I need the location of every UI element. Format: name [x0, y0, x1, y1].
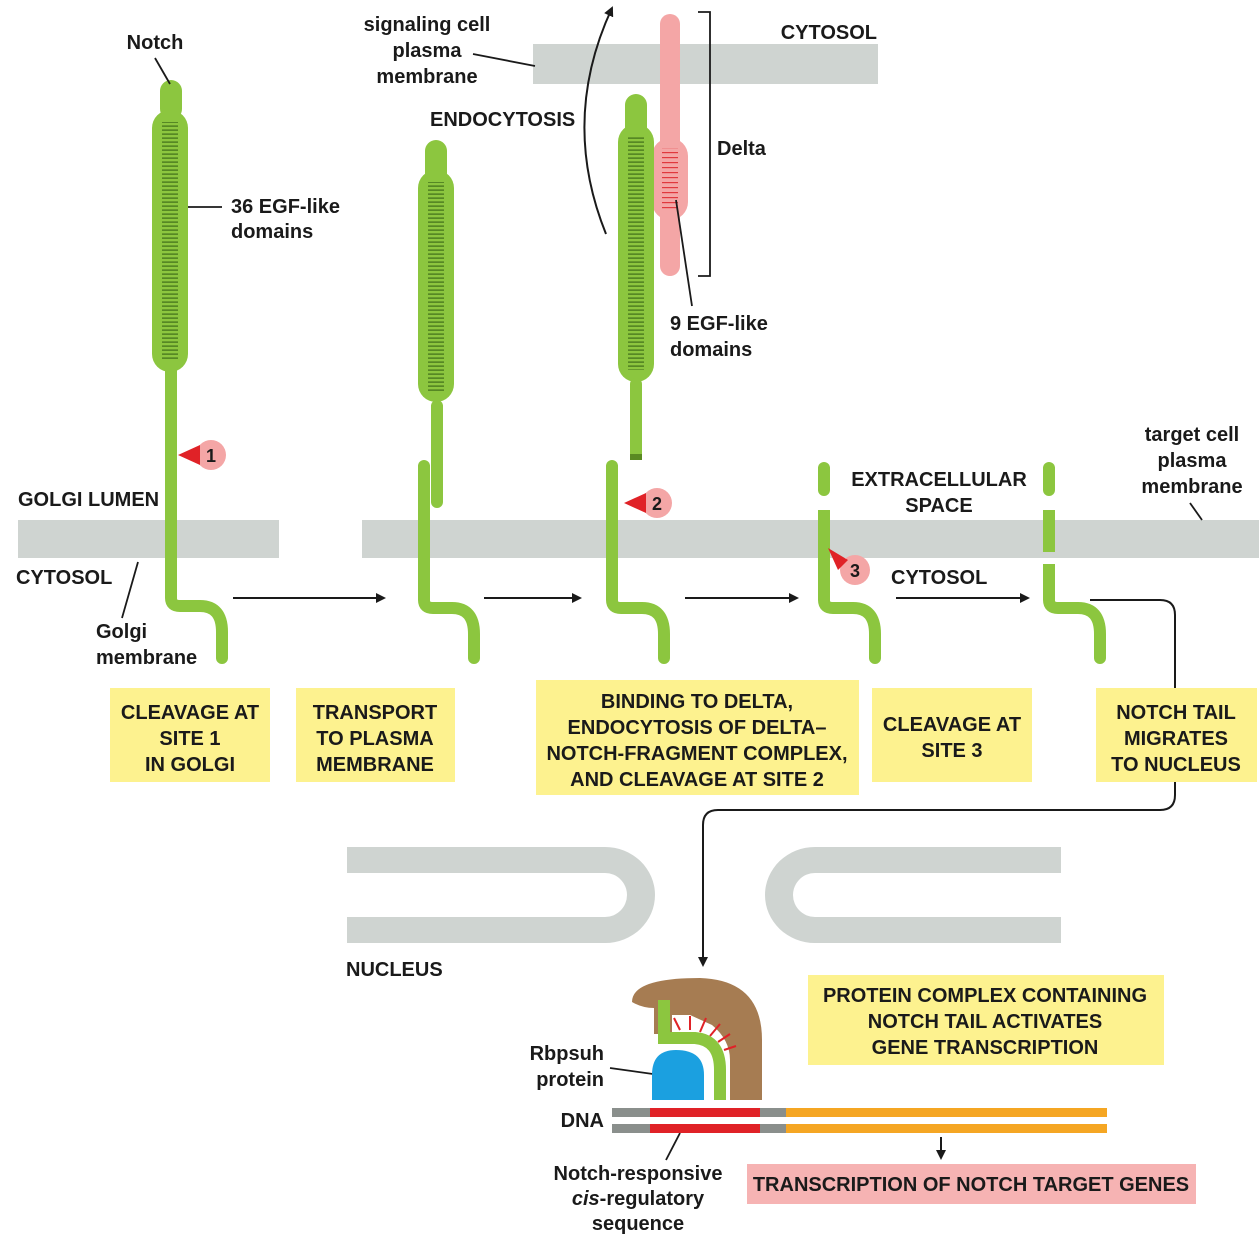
label-cytosol-top: CYTOSOL	[781, 22, 877, 44]
label-egf36-line1: 36 EGF-like	[231, 196, 340, 218]
target-cell-membrane	[362, 520, 1259, 558]
label-delta: Delta	[717, 138, 767, 160]
step-box-transport: TRANSPORT TO PLASMA MEMBRANE	[296, 688, 455, 782]
label-target-line3: membrane	[1141, 476, 1242, 498]
process-arrows	[233, 6, 1176, 1160]
golgi-membrane	[18, 520, 279, 558]
svg-text:NOTCH-FRAGMENT COMPLEX,: NOTCH-FRAGMENT COMPLEX,	[546, 743, 847, 765]
svg-text:ENDOCYTOSIS OF DELTA–: ENDOCYTOSIS OF DELTA–	[568, 717, 827, 739]
notch-receptor-golgi	[152, 80, 228, 664]
svg-text:NOTCH TAIL ACTIVATES: NOTCH TAIL ACTIVATES	[868, 1011, 1102, 1033]
label-egf9-line2: domains	[670, 339, 752, 361]
svg-text:NOTCH TAIL: NOTCH TAIL	[1116, 702, 1236, 724]
cleavage-site-3-marker: 3	[828, 548, 870, 585]
label-golgi-lumen: GOLGI LUMEN	[18, 489, 159, 511]
label-rbpsuh-line2: protein	[536, 1069, 604, 1091]
svg-text:GENE TRANSCRIPTION: GENE TRANSCRIPTION	[872, 1037, 1099, 1059]
svg-text:SITE 1: SITE 1	[159, 728, 220, 750]
label-golgi-membrane-line1: Golgi	[96, 621, 147, 643]
label-target-line2: plasma	[1158, 450, 1228, 472]
notch-receptor-bound	[606, 94, 670, 664]
cleavage-site-2-marker: 2	[624, 488, 672, 518]
nuclear-envelope-left	[347, 847, 655, 943]
notch-fragment-site3	[818, 462, 881, 664]
svg-text:TRANSCRIPTION OF NOTCH TARGET: TRANSCRIPTION OF NOTCH TARGET GENES	[753, 1174, 1189, 1196]
label-cytosol-right: CYTOSOL	[891, 567, 987, 589]
notch-tail-in-complex	[658, 1000, 726, 1100]
svg-text:TO PLASMA: TO PLASMA	[316, 728, 433, 750]
label-target-line1: target cell	[1145, 424, 1239, 446]
label-egf36-line2: domains	[231, 221, 313, 243]
notch-fragment-tail	[1043, 462, 1106, 664]
svg-text:CLEAVAGE AT: CLEAVAGE AT	[883, 714, 1021, 736]
svg-text:BINDING TO DELTA,: BINDING TO DELTA,	[601, 691, 793, 713]
svg-text:TRANSPORT: TRANSPORT	[313, 702, 437, 724]
label-responsive-line3: sequence	[592, 1213, 684, 1235]
label-nucleus: NUCLEUS	[346, 959, 443, 981]
label-signaling-line1: signaling cell	[364, 14, 491, 36]
svg-text:MEMBRANE: MEMBRANE	[316, 754, 434, 776]
label-extracellular-line2: SPACE	[905, 495, 972, 517]
label-responsive-line1: Notch-responsive	[554, 1163, 723, 1185]
label-egf9-line1: 9 EGF-like	[670, 313, 768, 335]
dna-strand	[612, 1108, 1107, 1133]
step-box-transcription: TRANSCRIPTION OF NOTCH TARGET GENES	[747, 1164, 1196, 1204]
svg-text:CLEAVAGE AT: CLEAVAGE AT	[121, 702, 259, 724]
site-2-number: 2	[652, 494, 662, 514]
label-golgi-membrane-line2: membrane	[96, 647, 197, 669]
label-endocytosis: ENDOCYTOSIS	[430, 109, 575, 131]
delta-ligand	[652, 14, 688, 276]
step-box-cleavage-site3: CLEAVAGE AT SITE 3	[872, 688, 1032, 782]
site-3-number: 3	[850, 561, 860, 581]
rbpsuh-protein	[652, 1050, 704, 1100]
cleavage-site-1-marker: 1	[178, 440, 226, 470]
step-box-cleavage-site1: CLEAVAGE AT SITE 1 IN GOLGI	[110, 688, 270, 782]
label-rbpsuh-line1: Rbpsuh	[530, 1043, 604, 1065]
svg-text:TO NUCLEUS: TO NUCLEUS	[1111, 754, 1241, 776]
signaling-cell-membrane	[533, 44, 878, 84]
label-cytosol-left: CYTOSOL	[16, 567, 112, 589]
svg-text:AND CLEAVAGE AT SITE 2: AND CLEAVAGE AT SITE 2	[570, 769, 824, 791]
nuclear-envelope-right	[765, 847, 1061, 943]
notch-receptor-transported	[418, 140, 480, 664]
step-box-protein-complex: PROTEIN COMPLEX CONTAINING NOTCH TAIL AC…	[808, 975, 1164, 1065]
label-signaling-line3: membrane	[376, 66, 477, 88]
label-signaling-line2: plasma	[393, 40, 463, 62]
label-responsive-line2: cis-regulatory	[572, 1188, 705, 1210]
site-1-number: 1	[206, 446, 216, 466]
label-notch: Notch	[127, 32, 184, 54]
svg-text:IN GOLGI: IN GOLGI	[145, 754, 235, 776]
svg-text:MIGRATES: MIGRATES	[1124, 728, 1228, 750]
step-box-binding-delta: BINDING TO DELTA, ENDOCYTOSIS OF DELTA– …	[536, 680, 859, 795]
label-extracellular-line1: EXTRACELLULAR	[851, 469, 1027, 491]
svg-text:SITE 3: SITE 3	[921, 740, 982, 762]
leader-lines	[121, 11, 1203, 1161]
step-box-tail-migrates: NOTCH TAIL MIGRATES TO NUCLEUS	[1096, 688, 1257, 782]
svg-text:PROTEIN COMPLEX CONTAINING: PROTEIN COMPLEX CONTAINING	[823, 985, 1147, 1007]
label-dna: DNA	[561, 1110, 604, 1132]
